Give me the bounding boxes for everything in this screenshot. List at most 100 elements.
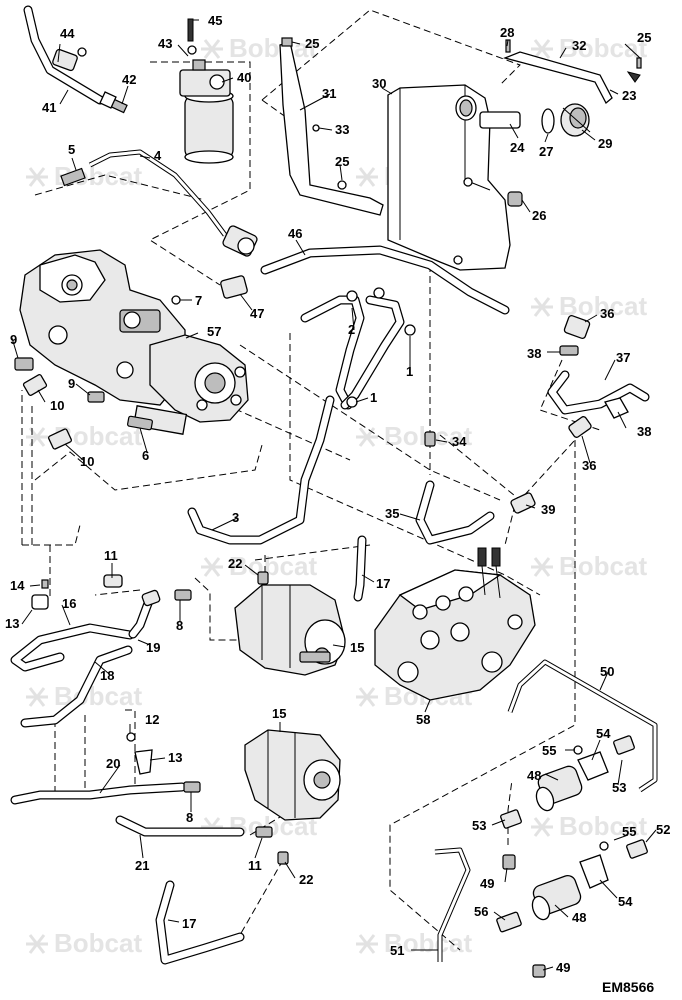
part-label: 55: [622, 824, 636, 839]
part-label: 38: [637, 424, 651, 439]
part-label: 39: [541, 502, 555, 517]
part-label: 46: [288, 226, 302, 241]
hose-18: [20, 645, 133, 728]
part-label: 32: [572, 38, 586, 53]
hose-2: [300, 295, 365, 410]
part-label: 29: [598, 136, 612, 151]
part-label: 48: [572, 910, 586, 925]
part-label: 49: [556, 960, 570, 975]
part-label: 11: [248, 858, 262, 873]
part-label: 58: [416, 712, 430, 727]
part-label: 27: [539, 144, 553, 159]
fittings-36-38: [424, 314, 629, 514]
part-label: 24: [510, 140, 525, 155]
filler-cap: [479, 103, 591, 137]
svg-text:Bobcat: Bobcat: [559, 33, 647, 63]
part-label: 57: [207, 324, 221, 339]
watermark-logo: Bobcat: [531, 811, 647, 841]
part-label: 12: [145, 712, 159, 727]
part-label: 20: [106, 756, 120, 771]
part-label: 9: [68, 376, 75, 391]
hydraulic-filter: [179, 18, 234, 164]
part-label: 15: [350, 640, 364, 655]
part-label: 35: [385, 506, 399, 521]
part-label: 6: [142, 448, 149, 463]
bracket-31: [279, 37, 384, 216]
part-label: 42: [122, 72, 136, 87]
part-label: 17: [182, 916, 196, 931]
fitting-44: [52, 47, 87, 72]
part-label: 56: [474, 904, 488, 919]
part-label: 22: [299, 872, 313, 887]
part-label: 26: [532, 208, 546, 223]
part-label: 38: [527, 346, 541, 361]
hose-46: [260, 245, 510, 315]
elbow-47: [220, 225, 258, 299]
part-label: 36: [600, 306, 614, 321]
hose-clamps: [346, 287, 416, 408]
svg-text:Bobcat: Bobcat: [559, 551, 647, 581]
part-label: 1: [370, 390, 377, 405]
part-label: 11: [104, 548, 118, 563]
part-label: 55: [542, 743, 556, 758]
part-label: 22: [228, 556, 242, 571]
gear-pump-lower: [244, 729, 341, 821]
hose-37: [547, 370, 650, 415]
part-label: 37: [616, 350, 630, 365]
part-label: 19: [146, 640, 160, 655]
part-label: 53: [612, 780, 626, 795]
part-labels: 44 43 45 40 42 41 5 4 25 25 23 30 28 32 …: [5, 13, 670, 975]
part-label: 7: [195, 293, 202, 308]
part-label: 36: [582, 458, 596, 473]
part-label: 23: [622, 88, 636, 103]
watermark-logo: Bobcat: [356, 928, 472, 958]
part-label: 4: [154, 148, 162, 163]
part-label: 54: [618, 894, 633, 909]
watermark-logo: Bobcat: [201, 33, 317, 63]
part-label: 5: [68, 142, 75, 157]
leader-lines: [11, 19, 657, 971]
part-label: 17: [376, 576, 390, 591]
part-label: 13: [168, 750, 182, 765]
svg-text:Bobcat: Bobcat: [229, 551, 317, 581]
hose-17-upper: [353, 535, 367, 602]
fitting-26: [507, 191, 523, 207]
part-label: 43: [158, 36, 172, 51]
valve-48-lower: [531, 839, 648, 921]
watermark-logo: Bobcat: [26, 928, 142, 958]
part-label: 31: [322, 86, 336, 101]
part-label: 28: [500, 25, 514, 40]
fittings-lower-left: [31, 571, 289, 865]
part-label: 52: [656, 822, 670, 837]
part-label: 15: [272, 706, 286, 721]
watermark-logo: Bobcat: [531, 291, 647, 321]
part-label: 3: [232, 510, 239, 525]
svg-text:Bobcat: Bobcat: [384, 928, 472, 958]
part-label: 1: [406, 364, 413, 379]
hose-16: [10, 623, 135, 672]
watermark-logo: Bobcat: [201, 551, 317, 581]
part-label: 49: [480, 876, 494, 891]
part-label: 9: [10, 332, 17, 347]
part-label: 50: [600, 664, 614, 679]
tube-51: [434, 847, 471, 962]
part-label: 8: [176, 618, 183, 633]
part-label: 41: [42, 100, 56, 115]
part-label: 40: [237, 70, 251, 85]
part-label: 25: [305, 36, 319, 51]
part-label: 25: [637, 30, 651, 45]
part-label: 34: [452, 434, 467, 449]
hose-19-fitting: [128, 593, 155, 639]
hose-17-lower: [155, 880, 245, 965]
part-label: 8: [186, 810, 193, 825]
watermark-logo: Bobcat: [26, 421, 142, 451]
hose-35: [415, 480, 495, 545]
part-label: 13: [5, 616, 19, 631]
fitting-5: [60, 167, 86, 187]
watermark-logo: Bobcat: [531, 551, 647, 581]
tube-50: [507, 659, 658, 793]
hose-20: [10, 782, 187, 805]
hose-3: [187, 395, 335, 545]
part-label: 21: [135, 858, 149, 873]
